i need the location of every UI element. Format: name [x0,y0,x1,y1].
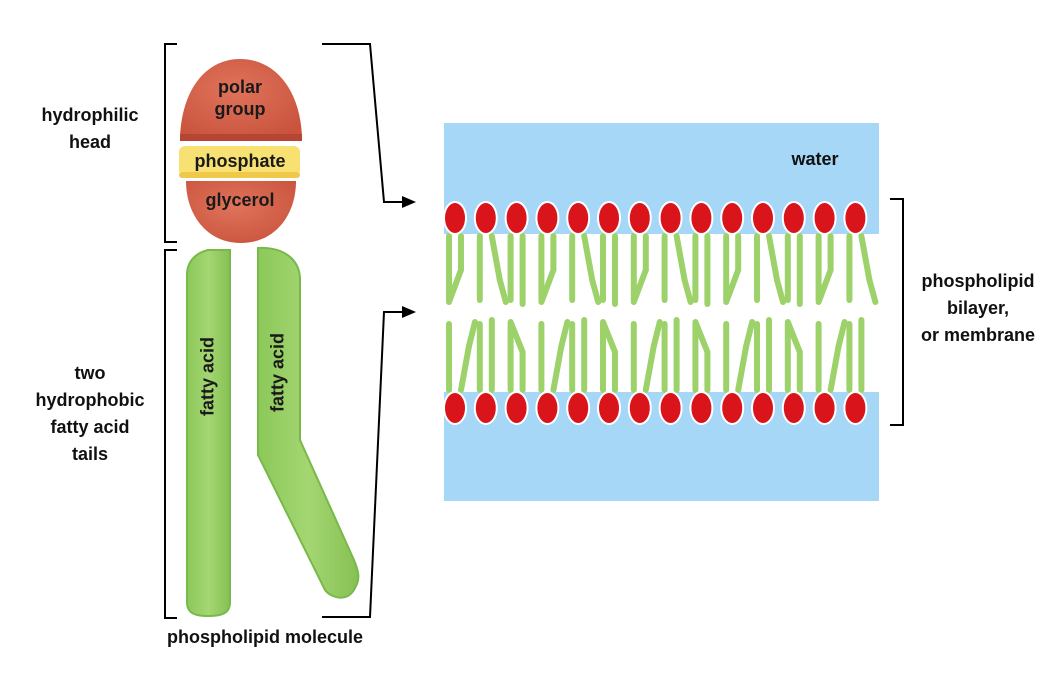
glycerol-label: glycerol [205,190,275,210]
head-bracket [164,43,177,243]
hydrophobic-tails-label: two hydrophobic fatty acid tails [20,360,160,468]
tails-line1: two [74,363,106,383]
lipid-head [751,201,775,235]
tails-line4: tails [71,444,109,464]
polar-label-line1: polar [217,77,262,97]
lipid-tail [538,267,557,305]
bilayer-line2: bilayer, [946,298,1010,318]
phosphate-shape [179,146,300,176]
hydrophilic-line2: head [68,132,111,152]
polar-group-label: polar group [190,76,290,120]
lipid-head [597,391,621,425]
fatty-acid-label-right: fatty acid [267,332,288,413]
bilayer-bracket [890,198,904,426]
lipid-tail [630,267,649,305]
lipid-tail [642,343,657,393]
polar-group-shape [180,59,302,137]
lipid-head [812,391,837,425]
bilayer-heads [443,201,868,425]
polar-label-line2: group [214,99,266,119]
lipid-tail [496,277,509,305]
tails-line2: hydrophobic [35,390,145,410]
lipid-tail [692,319,711,355]
lipid-head [473,201,498,235]
tails-line3: fatty acid [50,417,130,437]
lipid-head [689,201,714,235]
lipid-tail [507,319,526,355]
lipid-tail [735,343,750,393]
lipid-head [597,201,621,235]
lipid-tail [815,267,834,305]
phospholipid-molecule-label: phospholipid molecule [166,627,363,647]
lipid-tail [673,233,688,283]
lipid-head [535,201,560,235]
lipid-head [658,201,683,235]
lipid-tail [827,343,842,393]
lipid-tail [600,319,618,355]
hydrophilic-line1: hydrophilic [41,105,139,125]
lipid-head [781,391,806,425]
membrane-band [444,234,879,392]
lipid-head [535,391,560,425]
lipid-head [627,391,652,425]
fatty-acid-label-left: fatty acid [197,336,218,417]
lipid-tail [581,233,596,283]
glycerol-shape [186,181,296,243]
fatty-acid-tail-right [257,246,360,599]
lipid-tail [589,277,602,305]
tail-connector-line [322,311,402,618]
lipid-head [751,391,775,425]
lipid-head [566,391,591,425]
lipid-tail [743,319,756,349]
bilayer-line1: phospholipid [921,271,1035,291]
lipid-head [504,391,529,425]
bilayer-label: phospholipid bilayer, or membrane [908,268,1048,349]
bilayer-tails [446,233,879,393]
lipid-head [443,201,467,235]
lipid-head [720,391,745,425]
lipid-head [504,201,529,235]
bilayer-line3: or membrane [920,325,1036,345]
lipid-tail [446,267,464,305]
lipid-tail [558,319,571,349]
lipid-tail [681,277,694,305]
lipid-head [781,201,806,235]
head-connector-line [322,43,402,203]
phosphate-label: phosphate [194,151,286,171]
lipid-tail [835,319,848,349]
water-label: water [791,149,839,169]
lipid-tail [766,233,780,283]
lipid-tail [550,343,565,393]
lipid-head [443,391,467,425]
lipid-tail [723,267,742,305]
lipid-head [843,391,868,425]
lipid-head [689,391,714,425]
fatty-acid-tail-left [186,249,231,618]
lipid-head [658,391,683,425]
lipid-tail [866,277,879,305]
hydrophilic-head-label: hydrophilic head [20,102,160,156]
lipid-head [473,391,498,425]
lipid-tail [488,233,503,283]
lipid-tail [858,233,873,283]
lipid-tail [466,319,478,349]
tail-bracket [164,249,177,619]
lipid-tail [458,343,472,393]
lipid-tail [774,277,786,305]
lipid-head [566,201,591,235]
tail-connector-arrow [402,306,416,318]
lipid-head [843,201,868,235]
lipid-head [812,201,837,235]
lipid-head [720,201,745,235]
lipid-head [627,201,652,235]
lipid-tail [650,319,663,349]
head-connector-arrow [402,196,416,208]
lipid-tail [784,319,803,355]
